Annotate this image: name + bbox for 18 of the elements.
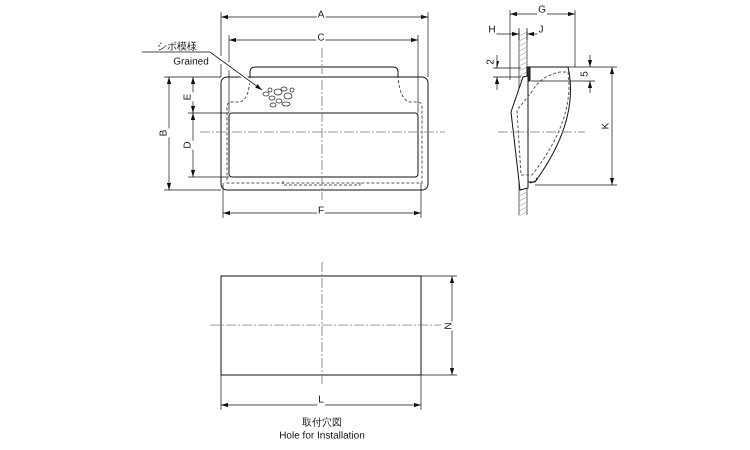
- dimension-label: 5: [580, 70, 590, 78]
- caption-text: Hole for Installation: [278, 430, 366, 442]
- dimension-label: B: [158, 128, 170, 138]
- dimension-label: 2: [486, 58, 496, 66]
- dimension-label: H: [487, 24, 497, 36]
- caption-text: 取付穴図: [301, 418, 343, 428]
- dimension-label: L: [317, 394, 325, 406]
- dimension-label: K: [600, 122, 612, 130]
- dimension-label: D: [182, 140, 194, 150]
- dimension-label: F: [316, 206, 326, 216]
- callout-text: シボ模様: [157, 42, 197, 52]
- dimension-label: G: [537, 4, 547, 16]
- dimension-label: N: [442, 321, 452, 331]
- dimension-label: E: [182, 92, 194, 102]
- dimension-label: A: [316, 10, 326, 20]
- dimension-label: C: [316, 32, 326, 44]
- dimension-label: J: [538, 24, 544, 36]
- callout-text: Grained: [173, 56, 209, 68]
